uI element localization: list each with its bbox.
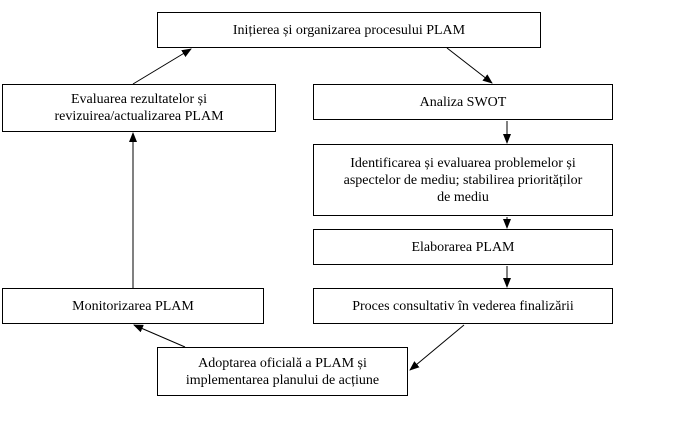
- monitoring-label: Monitorizarea PLAM: [72, 298, 194, 314]
- monitoring-box: Monitorizarea PLAM: [2, 288, 264, 324]
- identification-label-line-3: de mediu: [437, 189, 489, 205]
- arrow-initiation-to-swot: [446, 47, 493, 84]
- arrow-adoption-to-monitoring: [133, 324, 186, 348]
- adoption-label-line-1: Adoptarea oficială a PLAM și: [198, 355, 367, 371]
- elaboration-label: Elaborarea PLAM: [411, 239, 515, 255]
- evaluation-box: Evaluarea rezultatelor și revizuirea/act…: [2, 84, 276, 132]
- identification-label-line-1: Identificarea și evaluarea problemelor ș…: [350, 155, 576, 171]
- swot-label: Analiza SWOT: [419, 94, 507, 110]
- initiation-label: Inițierea și organizarea procesului PLAM: [232, 22, 466, 38]
- adoption-box: Adoptarea oficială a PLAM și implementar…: [157, 347, 408, 396]
- evaluation-label-line-2: revizuirea/actualizarea PLAM: [54, 109, 224, 124]
- swot-box: Analiza SWOT: [313, 84, 613, 120]
- identification-label-line-2: aspectelor de mediu; stabilirea priorită…: [343, 172, 583, 188]
- arrow-evaluation-to-initiation: [132, 48, 192, 85]
- evaluation-label-line-1: Evaluarea rezultatelor și: [70, 92, 208, 107]
- elaboration-box: Elaborarea PLAM: [313, 229, 613, 265]
- adoption-label-line-2: implementarea planului de acțiune: [185, 372, 380, 388]
- initiation-box: Inițierea și organizarea procesului PLAM: [157, 12, 541, 48]
- identification-box: Identificarea și evaluarea problemelor ș…: [313, 144, 613, 216]
- consultation-label: Proces consultativ în vederea finalizări…: [352, 298, 574, 314]
- consultation-box: Proces consultativ în vederea finalizări…: [313, 288, 613, 324]
- arrow-consultation-to-adoption: [409, 324, 465, 371]
